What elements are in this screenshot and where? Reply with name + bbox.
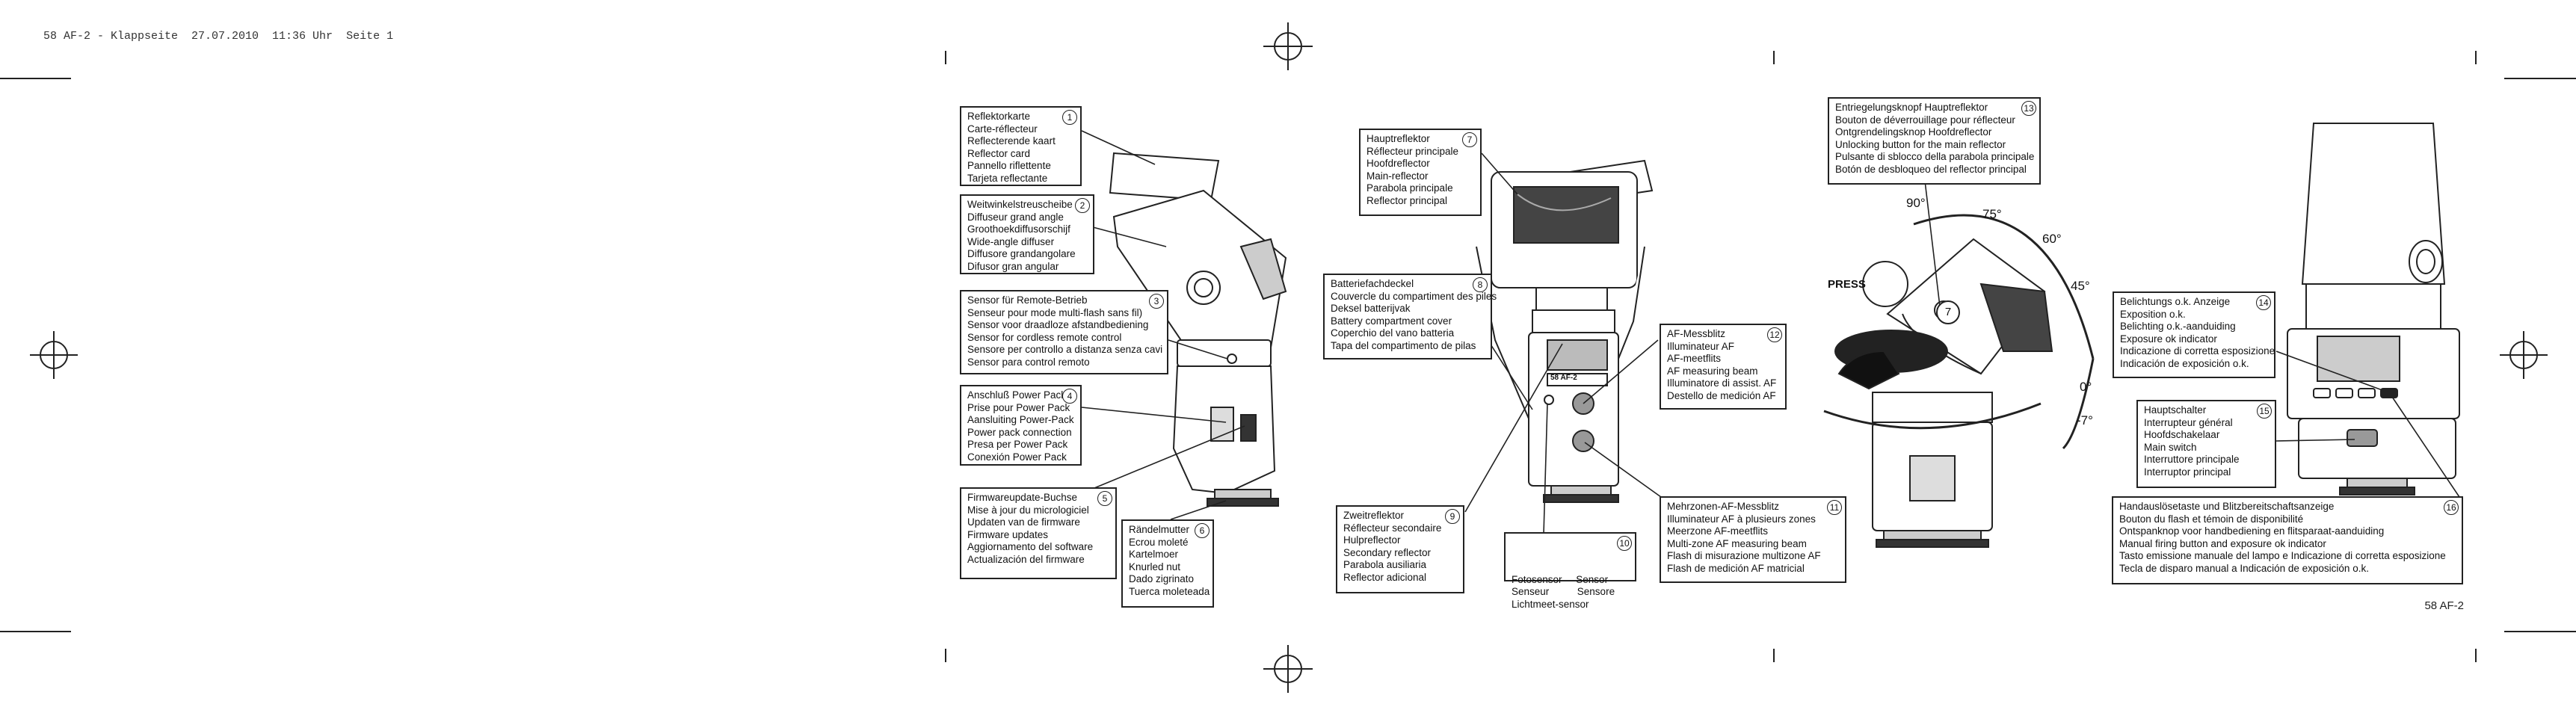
angle-75: 75° xyxy=(1982,207,2002,221)
angle-45: 45° xyxy=(2071,279,2090,293)
page-footer: 58 AF-2 xyxy=(2424,599,2464,612)
angle-90: 90° xyxy=(1906,196,1926,210)
press-label: PRESS xyxy=(1828,278,1866,291)
angle-0: 0° xyxy=(2080,380,2092,394)
print-header: 58 AF-2 - Klappseite 27.07.2010 11:36 Uh… xyxy=(43,30,394,43)
angle-60: 60° xyxy=(2042,232,2062,246)
angle-minus-7: -7° xyxy=(2077,413,2093,428)
label-manual-firing: 16 Handauslösetaste und Blitzbereitschaf… xyxy=(2112,496,2463,584)
flash-model-label: 58 AF-2 xyxy=(1550,374,1577,382)
main-reflector-marker: 7 xyxy=(1936,300,1960,324)
